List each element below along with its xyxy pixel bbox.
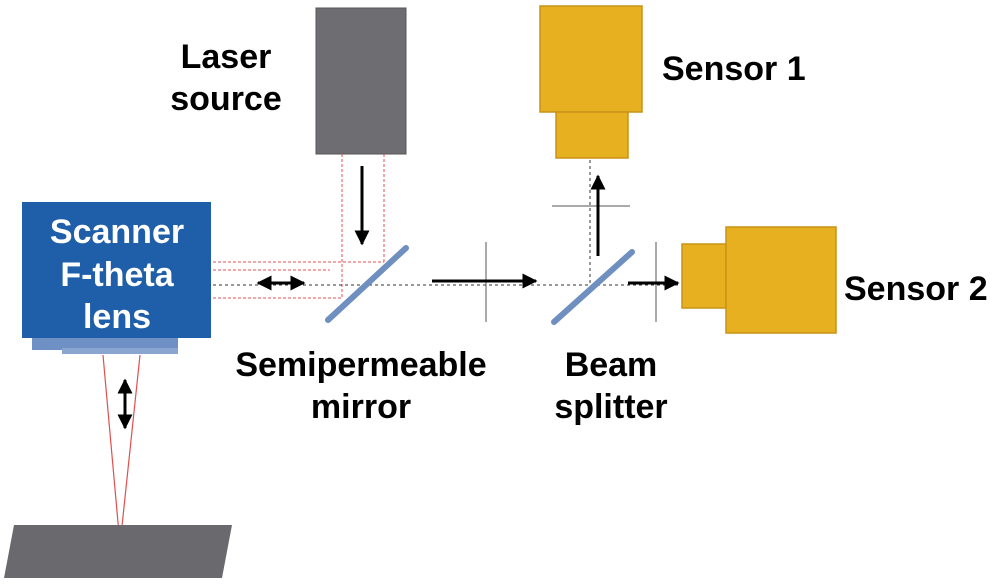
scanner-label-line2: F-theta xyxy=(60,256,174,294)
workpiece-plate xyxy=(4,525,232,578)
optical-axis xyxy=(213,160,680,286)
sensor-1-lens xyxy=(555,111,629,159)
scanner-lens-base xyxy=(32,336,178,350)
scanner-label-line1: Scanner xyxy=(50,213,184,251)
laser-source-label-line2: source xyxy=(170,80,282,118)
scanner-label-line3: lens xyxy=(83,298,151,336)
sensor-1-label: Sensor 1 xyxy=(662,50,806,88)
laser-source-body xyxy=(315,7,407,155)
laser-source-label-line1: Laser xyxy=(181,38,272,76)
sensor-2-body xyxy=(725,226,837,334)
beam-splitter-label-line1: Beam xyxy=(565,346,658,384)
scanner-lens-base-bottom xyxy=(62,348,178,354)
beam-direction-arrows xyxy=(117,166,680,430)
mirror-label-line1: Semipermeable xyxy=(235,346,486,384)
sensor-1-body xyxy=(539,5,643,113)
semipermeable-mirror xyxy=(325,245,409,323)
sensor-2-lens xyxy=(681,243,727,309)
sensor-2-label: Sensor 2 xyxy=(844,270,988,308)
laser-beam-paths xyxy=(213,154,385,299)
mirror-label-line2: mirror xyxy=(311,388,411,426)
beam-splitter-label-line2: splitter xyxy=(554,388,667,426)
scanner-body xyxy=(22,202,211,338)
focus-beam-cone xyxy=(102,354,141,546)
beam-splitter xyxy=(551,249,635,325)
